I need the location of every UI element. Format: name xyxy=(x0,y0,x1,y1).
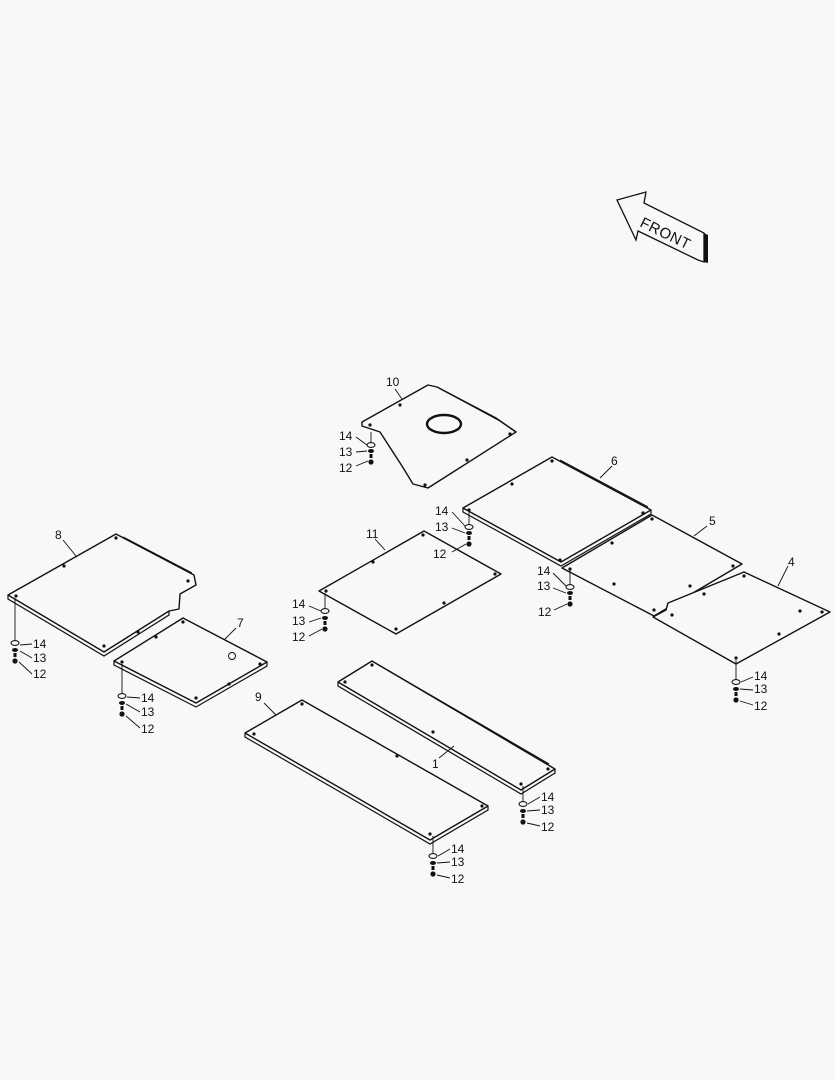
fastener-stack xyxy=(731,660,741,703)
callout-12: 12 xyxy=(538,605,552,619)
callout-11: 11 xyxy=(366,527,379,541)
callout-13: 13 xyxy=(292,614,306,628)
callout-14: 14 xyxy=(339,429,353,443)
plate-7 xyxy=(113,617,268,708)
fastener-callouts: 14 13 12 14 13 12 14 13 12 14 13 12 14 1… xyxy=(18,429,768,886)
plate-9 xyxy=(244,699,489,845)
callout-13: 13 xyxy=(451,855,465,869)
callout-7: 7 xyxy=(237,616,244,630)
callout-12: 12 xyxy=(33,667,47,681)
callout-14: 14 xyxy=(292,597,306,611)
fastener-stack xyxy=(117,664,127,717)
fastener-stack xyxy=(10,598,20,664)
callout-13: 13 xyxy=(435,520,449,534)
callout-14: 14 xyxy=(141,691,155,705)
front-arrow-icon: FRONT xyxy=(616,191,708,263)
callout-14: 14 xyxy=(451,842,465,856)
callout-9: 9 xyxy=(255,690,262,704)
callout-14: 14 xyxy=(537,564,551,578)
callout-13: 13 xyxy=(141,705,155,719)
callout-12: 12 xyxy=(541,820,555,834)
callout-6: 6 xyxy=(611,454,618,468)
callout-13: 13 xyxy=(33,651,47,665)
fastener-stack xyxy=(428,836,438,877)
callouts: 10 6 5 4 11 8 7 9 1 xyxy=(55,375,795,771)
fastener-stack xyxy=(366,432,376,465)
callout-12: 12 xyxy=(451,872,465,886)
callout-5: 5 xyxy=(709,514,716,528)
callout-1: 1 xyxy=(432,757,439,771)
callout-14: 14 xyxy=(435,504,449,518)
callout-12: 12 xyxy=(292,630,306,644)
plate-1 xyxy=(337,660,556,795)
plate-5 xyxy=(561,514,743,617)
plate-8 xyxy=(7,533,197,657)
callout-8: 8 xyxy=(55,528,62,542)
callout-12: 12 xyxy=(339,461,353,475)
plate-6 xyxy=(462,456,652,567)
plate-11 xyxy=(318,530,502,635)
callout-14: 14 xyxy=(754,669,768,683)
callout-13: 13 xyxy=(537,579,551,593)
callout-12: 12 xyxy=(754,699,768,713)
fastener-stack xyxy=(464,512,474,547)
callout-4: 4 xyxy=(788,555,795,569)
callout-10: 10 xyxy=(386,375,400,389)
callout-13: 13 xyxy=(754,682,768,696)
callout-12: 12 xyxy=(141,722,155,736)
callout-13: 13 xyxy=(541,803,555,817)
fastener-stack xyxy=(518,786,528,825)
fastener-stack xyxy=(320,593,330,632)
fastener-stack xyxy=(565,570,575,607)
callout-12: 12 xyxy=(433,547,447,561)
callout-14: 14 xyxy=(33,637,47,651)
callout-14: 14 xyxy=(541,790,555,804)
callout-13: 13 xyxy=(339,445,353,459)
plate-10 xyxy=(361,384,517,489)
